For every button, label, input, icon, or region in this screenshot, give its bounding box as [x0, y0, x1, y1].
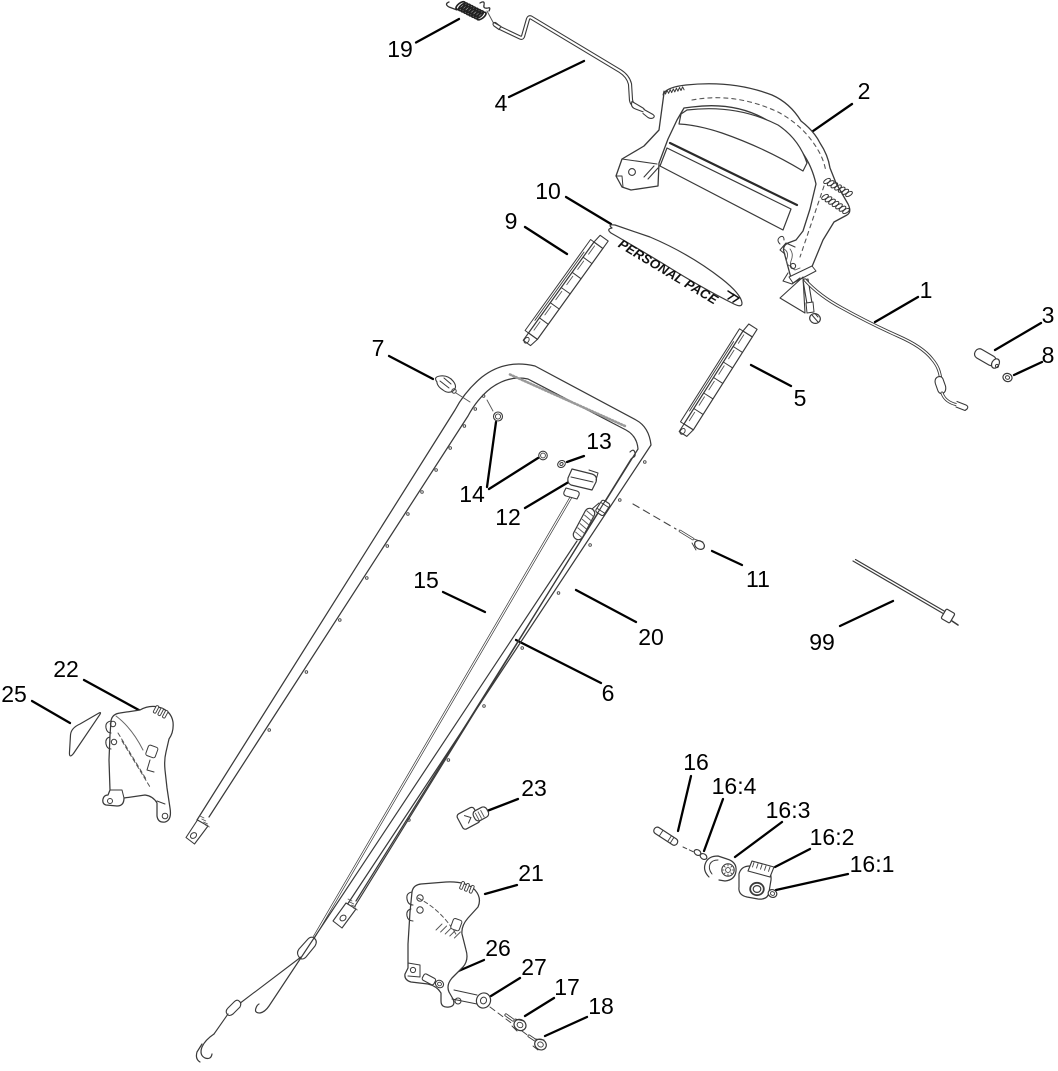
svg-text:25: 25: [1, 681, 27, 707]
svg-text:19: 19: [387, 36, 413, 62]
svg-text:7: 7: [372, 335, 385, 361]
svg-text:3: 3: [1042, 302, 1055, 328]
svg-text:12: 12: [495, 504, 521, 530]
svg-text:9: 9: [505, 208, 518, 234]
svg-text:20: 20: [638, 624, 664, 650]
svg-text:27: 27: [521, 954, 547, 980]
svg-text:16:1: 16:1: [850, 851, 895, 877]
svg-text:22: 22: [53, 656, 79, 682]
svg-text:21: 21: [518, 860, 544, 886]
svg-text:23: 23: [521, 775, 547, 801]
svg-text:17: 17: [554, 974, 580, 1000]
svg-text:6: 6: [602, 680, 615, 706]
svg-text:8: 8: [1042, 342, 1055, 368]
svg-text:16: 16: [683, 749, 709, 775]
svg-text:13: 13: [586, 428, 612, 454]
svg-text:16:3: 16:3: [766, 797, 811, 823]
svg-text:14: 14: [459, 481, 485, 507]
svg-text:1: 1: [920, 277, 933, 303]
svg-text:11: 11: [746, 566, 770, 592]
svg-text:4: 4: [495, 90, 508, 116]
svg-text:16:4: 16:4: [712, 773, 757, 799]
svg-text:99: 99: [809, 629, 835, 655]
svg-text:2: 2: [858, 78, 871, 104]
svg-text:10: 10: [535, 178, 561, 204]
svg-text:15: 15: [413, 567, 439, 593]
svg-text:26: 26: [485, 935, 511, 961]
svg-text:16:2: 16:2: [810, 824, 855, 850]
svg-text:5: 5: [794, 385, 807, 411]
svg-text:18: 18: [588, 993, 614, 1019]
